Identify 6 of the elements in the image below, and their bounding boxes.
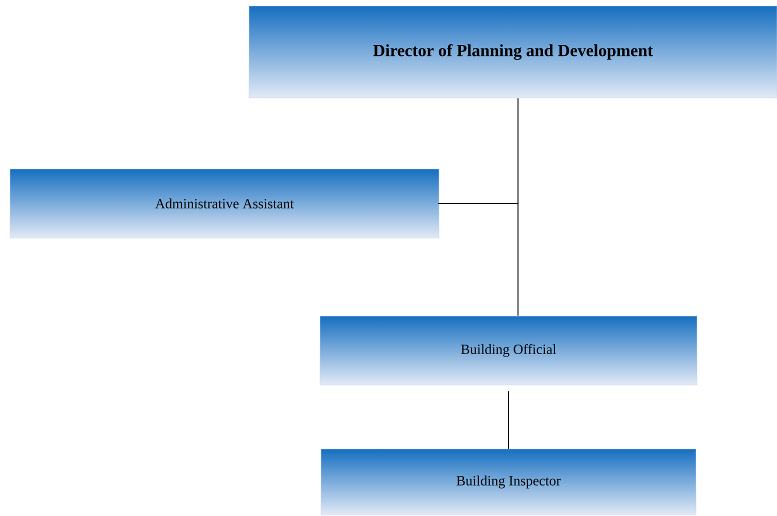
title-box: Director of Planning and Development <box>248 6 777 98</box>
title-box: Building Official <box>320 316 698 386</box>
title-box: Administrative Assistant <box>10 168 440 238</box>
connector-line <box>438 98 518 204</box>
title-box: Building Inspector <box>320 448 696 516</box>
connector-line <box>508 390 509 450</box>
